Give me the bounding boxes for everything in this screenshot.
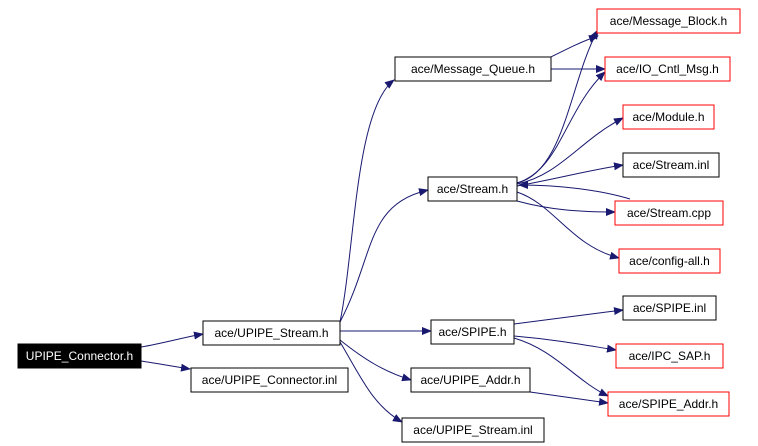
node-spipe-addr-h[interactable]: ace/SPIPE_Addr.h (607, 391, 730, 417)
node-message-queue-h[interactable]: ace/Message_Queue.h (394, 56, 552, 82)
node-stream-inl-label: ace/Stream.inl (633, 158, 710, 172)
node-upipe-stream-inl[interactable]: ace/UPIPE_Stream.inl (401, 417, 545, 443)
node-module-h[interactable]: ace/Module.h (622, 104, 715, 130)
node-message-block-h[interactable]: ace/Message_Block.h (596, 8, 741, 34)
edge-spipe-ipc-sap (513, 335, 617, 353)
node-spipe-inl[interactable]: ace/SPIPE.inl (622, 295, 717, 321)
edge-root-upipe-stream (140, 331, 204, 348)
node-stream-h[interactable]: ace/Stream.h (427, 176, 518, 202)
node-upipe-addr-h-label: ace/UPIPE_Addr.h (420, 373, 520, 387)
edge-message-queue-message-block (550, 35, 599, 58)
node-upipe-addr-h[interactable]: ace/UPIPE_Addr.h (410, 367, 531, 393)
node-root-label: UPIPE_Connector.h (26, 349, 133, 363)
node-spipe-h[interactable]: ace/SPIPE.h (430, 319, 515, 345)
node-module-h-label: ace/Module.h (632, 110, 704, 124)
node-config-all-h[interactable]: ace/config-all.h (618, 248, 721, 274)
edge-stream-config-all (516, 191, 620, 260)
node-upipe-connector-inl-label: ace/UPIPE_Connector.inl (202, 373, 337, 387)
edge-stream-io-cntl (516, 71, 606, 184)
node-config-all-h-label: ace/config-all.h (629, 254, 710, 268)
node-message-queue-h-label: ace/Message_Queue.h (411, 62, 535, 76)
edge-upipe-stream-stream (339, 188, 429, 323)
edge-upipe-stream-upipe-stream-inl (339, 341, 403, 423)
node-ipc-sap-h[interactable]: ace/IPC_SAP.h (615, 343, 724, 369)
edge-spipe-spipe-inl (513, 307, 624, 325)
edge-stream-stream-cpp (516, 200, 616, 216)
node-spipe-h-label: ace/SPIPE.h (438, 325, 506, 339)
node-stream-h-label: ace/Stream.h (437, 182, 508, 196)
edge-stream-message-block (516, 29, 599, 184)
node-message-block-h-label: ace/Message_Block.h (610, 14, 727, 28)
node-io-cntl-msg-h[interactable]: ace/IO_Cntl_Msg.h (604, 56, 731, 82)
edge-upipe-addr-spipe-addr (529, 391, 609, 406)
node-upipe-connector-inl[interactable]: ace/UPIPE_Connector.inl (190, 367, 349, 393)
edge-stream-stream-inl (516, 162, 624, 187)
node-spipe-inl-label: ace/SPIPE.inl (633, 301, 706, 315)
node-upipe-stream-inl-label: ace/UPIPE_Stream.inl (413, 423, 532, 437)
node-upipe-stream-h[interactable]: ace/UPIPE_Stream.h (202, 320, 341, 346)
edge-upipe-stream-message-queue (339, 79, 395, 323)
edge-root-upipe-connector-inl (140, 360, 191, 372)
node-root[interactable]: UPIPE_Connector.h (17, 343, 142, 369)
node-upipe-stream-h-label: ace/UPIPE_Stream.h (214, 326, 328, 340)
node-stream-inl[interactable]: ace/Stream.inl (622, 152, 720, 178)
node-io-cntl-msg-h-label: ace/IO_Cntl_Msg.h (616, 62, 719, 76)
edge-upipe-stream-upipe-addr (339, 339, 412, 382)
node-ipc-sap-h-label: ace/IPC_SAP.h (629, 349, 711, 363)
node-spipe-addr-h-label: ace/SPIPE_Addr.h (619, 397, 718, 411)
edge-stream-module (516, 117, 624, 185)
edge-stream-cpp-stream (518, 181, 631, 200)
node-stream-cpp-label: ace/Stream.cpp (627, 206, 711, 220)
node-stream-cpp[interactable]: ace/Stream.cpp (614, 200, 724, 226)
edge-spipe-spipe-addr (513, 337, 609, 397)
